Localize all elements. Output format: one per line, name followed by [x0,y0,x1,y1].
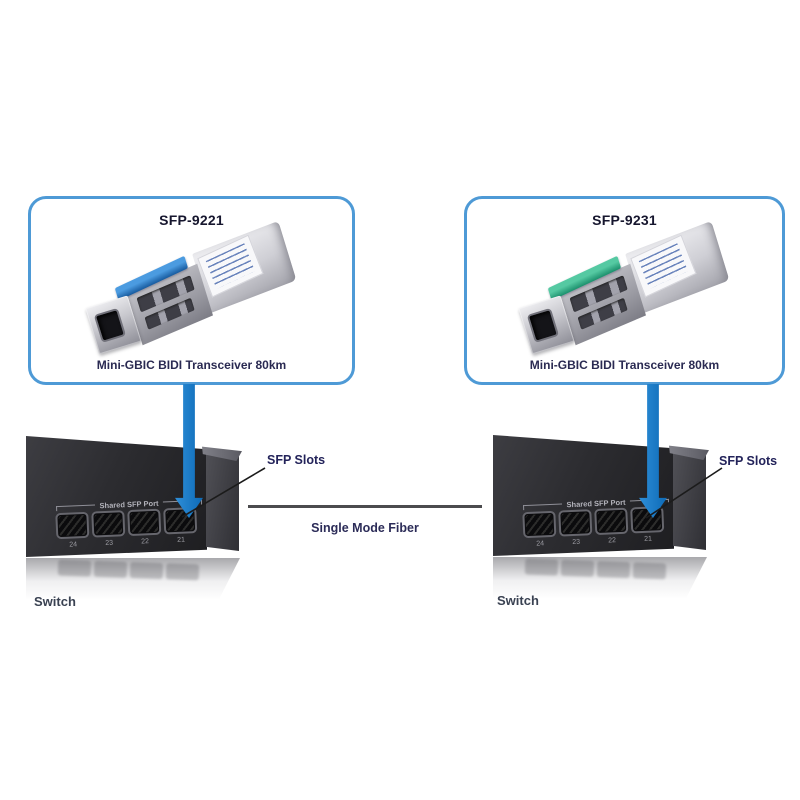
fiber-link-line [248,505,482,508]
switch-image-right: Shared SFP Port 24 23 22 21 [489,429,729,601]
port-number: 21 [644,535,653,543]
callout-box-sfp-9231: SFP-9231 Mini-GBIC BIDI Transceiver 80km [464,196,785,385]
sfp-transceiver-image [80,220,304,360]
switch-caption: Switch [497,593,539,608]
sfp-slots-callout-label: SFP Slots [719,454,778,468]
switch-side-panel [673,448,706,550]
transceiver-fiber-port [528,310,557,341]
sfp-slot: 22 [594,507,629,545]
module-model-title: SFP-9221 [159,212,224,228]
sfp-slot-opening [127,508,162,537]
port-number: 21 [177,536,186,544]
module-caption: Mini-GBIC BIDI Transceiver 80km [529,358,720,372]
sfp-slot-opening [594,507,629,536]
switch-caption: Switch [34,594,76,609]
port-number: 22 [141,538,150,546]
sfp-slot: 24 [55,511,90,549]
transceiver-fiber-port [95,310,124,341]
transceiver-label-sticker [629,234,696,298]
switch-reflection [26,558,240,600]
callout-box-sfp-9221: SFP-9221 Mini-GBIC BIDI Transceiver 80km [28,196,355,385]
module-model-title: SFP-9231 [592,212,657,228]
port-number: 23 [105,539,114,548]
switch-reflection [493,557,707,599]
callout-pointer-line [181,467,266,518]
fiber-link-label: Single Mode Fiber [311,521,419,535]
bracket-line-left [523,503,563,511]
transceiver-label-sticker [196,234,263,298]
sfp-slot: 22 [127,508,162,546]
port-number: 23 [572,538,581,547]
bracket-line-left [56,504,96,512]
callout-pointer-line [645,467,723,519]
port-number: 24 [536,540,545,548]
sfp-transceiver-image [513,220,737,360]
sfp-slot-opening [558,509,593,537]
port-number: 24 [69,541,78,549]
sfp-slot: 23 [558,509,593,546]
switch-image-left: Shared SFP Port 24 23 22 21 [22,430,262,602]
sfp-slot: 23 [91,510,126,547]
sfp-slot: 24 [522,510,557,548]
sfp-slots-callout-label: SFP Slots [267,453,326,467]
module-caption: Mini-GBIC BIDI Transceiver 80km [96,358,287,372]
sfp-slot-opening [522,510,557,539]
sfp-slot-opening [55,511,90,540]
sfp-slot-opening [91,510,126,538]
port-number: 22 [608,537,617,545]
